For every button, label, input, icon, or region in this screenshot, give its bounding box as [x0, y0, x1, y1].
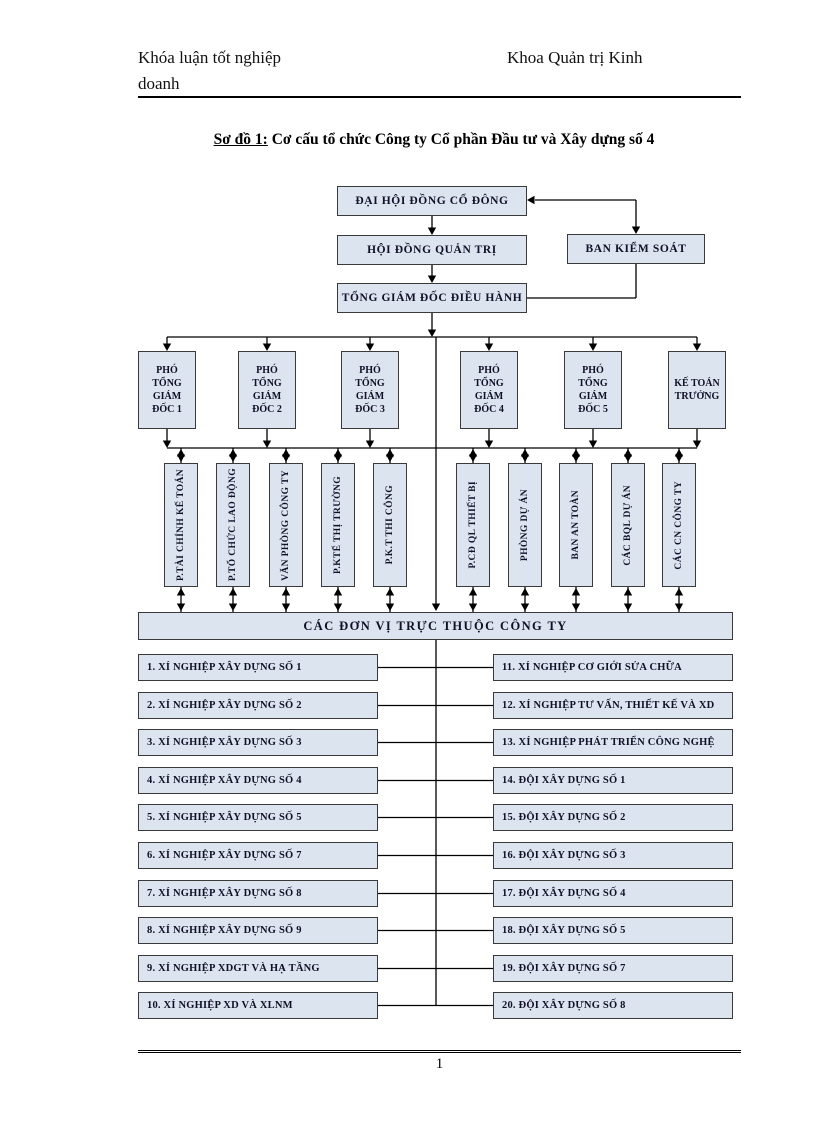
node-department: BAN AN TOÀN — [559, 463, 593, 587]
node-shareholders-meeting: ĐẠI HỘI ĐỒNG CỔ ĐÔNG — [337, 186, 527, 216]
node-department: P.CĐ QL THIẾT BỊ — [456, 463, 490, 587]
node-department: P.TỔ CHỨC LAO ĐỘNG — [216, 463, 250, 587]
department-label: BAN AN TOÀN — [571, 490, 581, 560]
unit-item: 10. XÍ NGHIỆP XD VÀ XLNM — [138, 992, 378, 1019]
unit-item: 7. XÍ NGHIỆP XÂY DỰNG SỐ 8 — [138, 880, 378, 907]
unit-item: 12. XÍ NGHIỆP TƯ VẤN, THIẾT KẾ VÀ XD — [493, 692, 733, 719]
units-bar: CÁC ĐƠN VỊ TRỰC THUỘC CÔNG TY — [138, 612, 733, 640]
unit-item: 11. XÍ NGHIỆP CƠ GIỚI SỬA CHỮA — [493, 654, 733, 681]
node-general-director: TỔNG GIÁM ĐỐC ĐIỀU HÀNH — [337, 283, 527, 313]
node-deputy-director-2: PHÓ TỔNG GIÁM ĐỐC 2 — [238, 351, 296, 429]
diagram-title: Sơ đồ 1: Cơ cấu tổ chức Công ty Cổ phần … — [128, 131, 740, 149]
department-label: P.CĐ QL THIẾT BỊ — [468, 481, 478, 569]
unit-item: 8. XÍ NGHIỆP XÂY DỰNG SỐ 9 — [138, 917, 378, 944]
diagram-title-text: Cơ cấu tổ chức Công ty Cổ phần Đầu tư và… — [267, 131, 655, 148]
unit-item: 16. ĐỘI XÂY DỰNG SỐ 3 — [493, 842, 733, 869]
header-rule — [138, 96, 741, 98]
node-deputy-director-3: PHÓ TỔNG GIÁM ĐỐC 3 — [341, 351, 399, 429]
department-label: PHÒNG DỰ ÁN — [520, 488, 530, 562]
unit-item: 18. ĐỘI XÂY DỰNG SỐ 5 — [493, 917, 733, 944]
unit-item: 1. XÍ NGHIỆP XÂY DỰNG SỐ 1 — [138, 654, 378, 681]
header-right: Khoa Quản trị Kinh — [507, 48, 643, 67]
unit-item: 9. XÍ NGHIỆP XDGT VÀ HẠ TẦNG — [138, 955, 378, 982]
department-label: VĂN PHÒNG CÔNG TY — [281, 469, 291, 581]
node-department: P.K.T THI CÔNG — [373, 463, 407, 587]
node-chief-accountant: KẾ TOÁN TRƯỞNG — [668, 351, 726, 429]
department-label: P.TÀI CHÍNH KẾ TOÁN — [176, 469, 186, 581]
node-department: CÁC BQL DỰ ÁN — [611, 463, 645, 587]
unit-item: 15. ĐỘI XÂY DỰNG SỐ 2 — [493, 804, 733, 831]
diagram-title-label: Sơ đồ 1: — [213, 131, 268, 148]
department-label: P.KTẾ THỊ TRƯỜNG — [333, 476, 343, 574]
department-label: CÁC BQL DỰ ÁN — [623, 484, 633, 566]
footer-rule — [138, 1050, 741, 1053]
node-department: P.KTẾ THỊ TRƯỜNG — [321, 463, 355, 587]
page-number: 1 — [435, 1056, 444, 1072]
node-department: VĂN PHÒNG CÔNG TY — [269, 463, 303, 587]
unit-item: 17. ĐỘI XÂY DỰNG SỐ 4 — [493, 880, 733, 907]
node-board-of-directors: HỘI ĐỒNG QUẢN TRỊ — [337, 235, 527, 265]
unit-item: 13. XÍ NGHIỆP PHÁT TRIỂN CÔNG NGHỆ — [493, 729, 733, 756]
department-label: P.TỔ CHỨC LAO ĐỘNG — [228, 468, 238, 582]
unit-item: 20. ĐỘI XÂY DỰNG SỐ 8 — [493, 992, 733, 1019]
node-supervisory-board: BAN KIỂM SOÁT — [567, 234, 705, 264]
unit-item: 14. ĐỘI XÂY DỰNG SỐ 1 — [493, 767, 733, 794]
header-left-line1: Khóa luận tốt nghiệp — [138, 48, 282, 67]
header-left-line2: doanh — [138, 74, 180, 93]
unit-item: 2. XÍ NGHIỆP XÂY DỰNG SỐ 2 — [138, 692, 378, 719]
unit-item: 19. ĐỘI XÂY DỰNG SỐ 7 — [493, 955, 733, 982]
department-label: P.K.T THI CÔNG — [385, 485, 395, 565]
node-department: PHÒNG DỰ ÁN — [508, 463, 542, 587]
node-deputy-director-1: PHÓ TỔNG GIÁM ĐỐC 1 — [138, 351, 196, 429]
unit-item: 3. XÍ NGHIỆP XÂY DỰNG SỐ 3 — [138, 729, 378, 756]
node-department: P.TÀI CHÍNH KẾ TOÁN — [164, 463, 198, 587]
node-deputy-director-4: PHÓ TỔNG GIÁM ĐỐC 4 — [460, 351, 518, 429]
unit-item: 4. XÍ NGHIỆP XÂY DỰNG SỐ 4 — [138, 767, 378, 794]
department-label: CÁC CN CÔNG TY — [674, 480, 684, 570]
unit-item: 6. XÍ NGHIỆP XÂY DỰNG SỐ 7 — [138, 842, 378, 869]
node-department: CÁC CN CÔNG TY — [662, 463, 696, 587]
unit-item: 5. XÍ NGHIỆP XÂY DỰNG SỐ 5 — [138, 804, 378, 831]
node-deputy-director-5: PHÓ TỔNG GIÁM ĐỐC 5 — [564, 351, 622, 429]
